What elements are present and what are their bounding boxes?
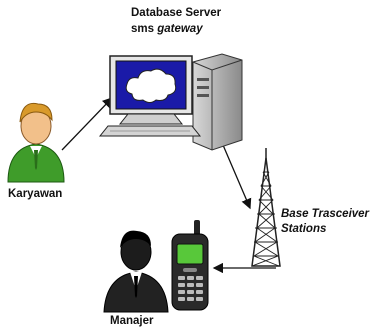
server-subtitle-italic: gateway — [157, 23, 203, 35]
employee-label: Karyawan — [8, 188, 63, 200]
arrow-server-to-tower — [219, 137, 252, 210]
mobile-phone-icon — [171, 220, 209, 311]
desktop-computer-icon — [98, 53, 243, 151]
radio-tower-icon — [251, 148, 281, 267]
bts-label-line1: Base Trasceiver — [281, 208, 370, 220]
person-green-shirt-icon — [7, 102, 65, 183]
bts-label-line2: Stations — [281, 223, 327, 235]
server-title: Database Server — [131, 7, 222, 19]
manager-label: Manajer — [110, 315, 154, 327]
arrow-employee-to-server — [61, 97, 113, 151]
server-subtitle-plain: sms — [131, 23, 158, 35]
server-subtitle: sms gateway — [131, 22, 203, 36]
person-black-suit-icon — [103, 230, 169, 313]
